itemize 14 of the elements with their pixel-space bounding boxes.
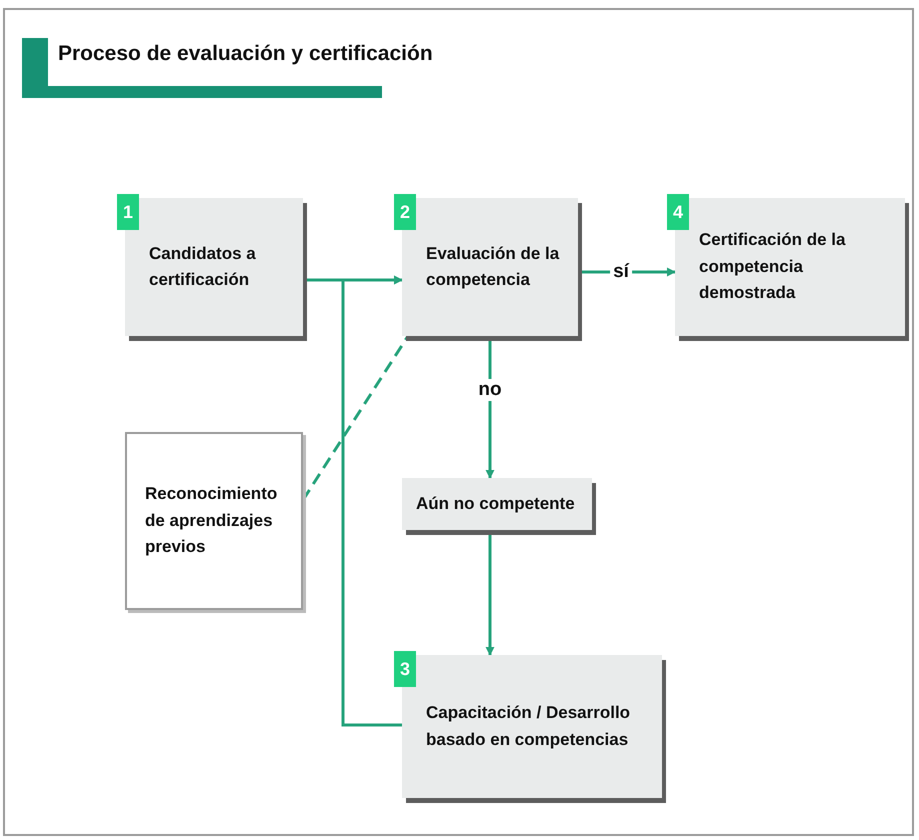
box-text: Evaluación de la competencia [425,242,560,291]
box-text: Certificación de la competencia demostrada [698,229,846,304]
process-box [125,432,303,610]
box-text: Reconocimiento de aprendizajes previos [144,483,278,558]
step-number: 1 [117,194,139,230]
process-box [402,478,592,530]
arrow [342,276,403,726]
step-number: 4 [667,194,689,230]
box-text: Aún no competente [415,492,576,515]
diagram-title: Proceso de evaluación y certificación [58,42,433,66]
box-text: Candidatos a certificación [148,242,257,291]
step-number: 3 [394,651,416,687]
step-number: 2 [394,194,416,230]
box-text: Capacitación / Desarrollo basado en competencias [425,702,632,750]
